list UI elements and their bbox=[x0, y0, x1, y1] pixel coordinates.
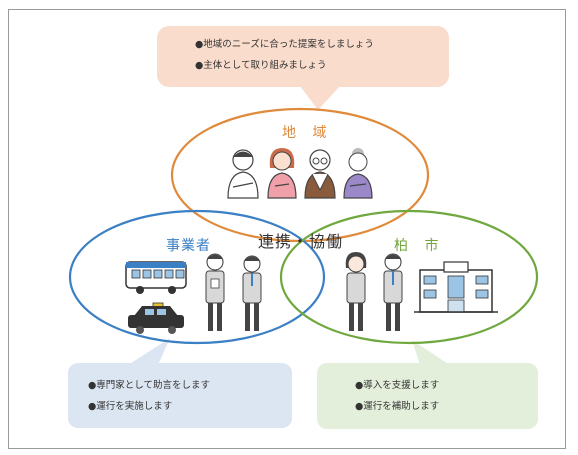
business-man-icon bbox=[242, 255, 262, 331]
city-bubble-line: ●導入を支援します bbox=[355, 380, 440, 391]
business-circle bbox=[68, 209, 326, 345]
taxi-icon bbox=[128, 302, 184, 334]
city-circle bbox=[279, 209, 539, 345]
city-official-man-icon bbox=[383, 253, 403, 331]
business-bubble-line: ●運行を実施します bbox=[88, 401, 173, 412]
city-bubble-line: ●運行を補助します bbox=[355, 401, 440, 412]
region-bubble-tail bbox=[300, 86, 340, 110]
city-label: 柏 市 bbox=[394, 238, 445, 254]
bus-icon bbox=[125, 261, 187, 294]
city-bubble-tail bbox=[412, 340, 450, 365]
region-speech-bubble: ●地域のニーズに合った提案をしましょう ●主体として取り組みましょう bbox=[157, 26, 449, 87]
region-label: 地 域 bbox=[282, 125, 333, 141]
city-official-woman-icon bbox=[345, 252, 367, 331]
business-bubble-tail bbox=[128, 338, 170, 365]
region-bubble-line: ●地域のニーズに合った提案をしましょう bbox=[195, 39, 374, 50]
city-speech-bubble: ●導入を支援します ●運行を補助します bbox=[317, 363, 538, 429]
business-bubble-line: ●専門家として助言をします bbox=[88, 380, 211, 391]
business-label: 事業者 bbox=[166, 238, 211, 254]
business-woman-icon bbox=[205, 253, 225, 331]
resident-woman-icon bbox=[267, 148, 297, 199]
business-speech-bubble: ●専門家として助言をします ●運行を実施します bbox=[68, 363, 292, 428]
resident-man-icon bbox=[227, 149, 259, 199]
city-hall-icon bbox=[414, 261, 498, 313]
region-bubble-line: ●主体として取り組みましょう bbox=[195, 60, 327, 71]
collaboration-label: 連携・協働 bbox=[258, 232, 344, 251]
elderly-man-icon bbox=[304, 149, 336, 199]
elderly-woman-icon bbox=[343, 148, 373, 199]
